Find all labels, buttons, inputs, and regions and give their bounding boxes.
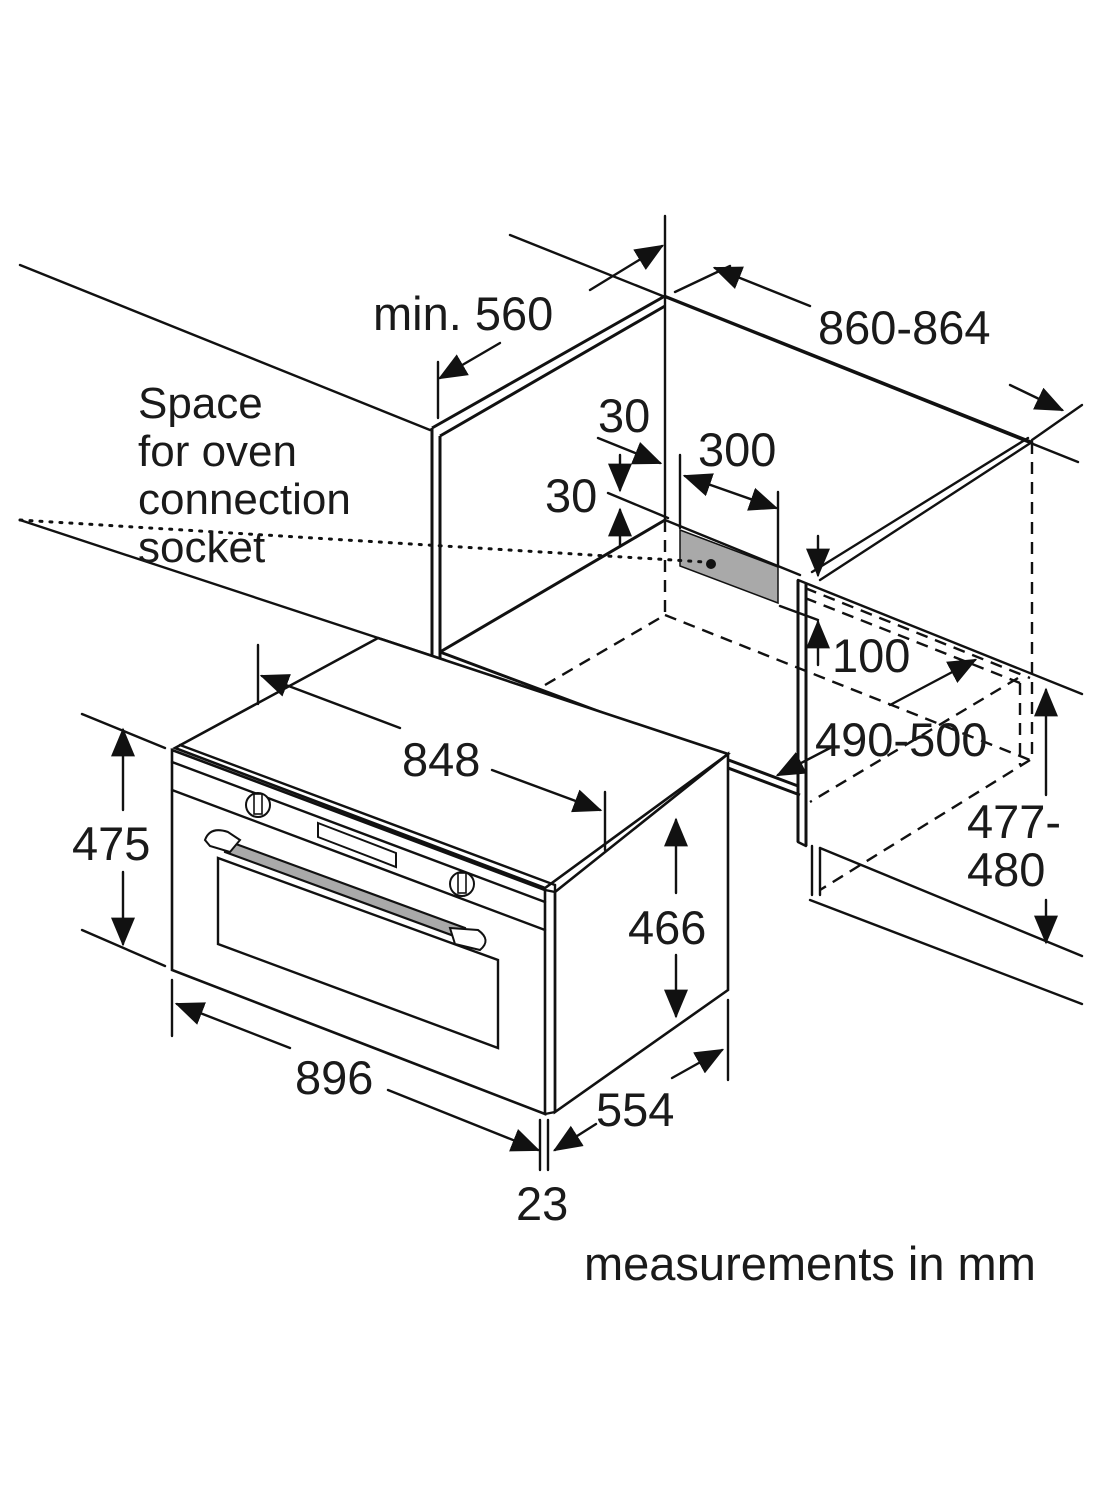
label-niche-inner-depth: 490-500 xyxy=(815,713,988,766)
label-niche-width: 860-864 xyxy=(818,301,991,354)
knob-left xyxy=(245,792,271,818)
socket-point xyxy=(706,559,716,569)
label-niche-depth: min. 560 xyxy=(373,287,553,340)
socket-note-line-4: socket xyxy=(138,523,265,572)
label-niche-height-2: 480 xyxy=(967,843,1045,896)
label-socket-offset-top: 30 xyxy=(598,389,650,442)
socket-note-line-1: Space xyxy=(138,379,263,428)
knob-right xyxy=(449,871,475,897)
label-oven-body-height: 466 xyxy=(628,901,706,954)
label-front-panel-thickness: 23 xyxy=(516,1177,568,1230)
units-note: measurements in mm xyxy=(584,1237,1036,1290)
dimension-labels: min. 560 860-864 30 300 30 100 490-500 4… xyxy=(72,287,1061,1230)
label-niche-height-1: 477- xyxy=(967,795,1061,848)
oven xyxy=(170,636,731,1116)
label-socket-offset-side: 30 xyxy=(545,469,597,522)
label-oven-body-width: 848 xyxy=(402,733,480,786)
label-socket-width: 300 xyxy=(698,423,776,476)
socket-note: Space for oven connection socket xyxy=(138,379,351,572)
label-oven-body-depth: 554 xyxy=(596,1083,674,1136)
socket-area xyxy=(18,518,779,605)
socket-note-line-3: connection xyxy=(138,475,351,524)
label-socket-height: 100 xyxy=(832,629,910,682)
label-oven-front-height: 475 xyxy=(72,817,150,870)
dimension-lines xyxy=(80,244,1084,1172)
socket-note-line-2: for oven xyxy=(138,427,297,476)
oven-door-handle xyxy=(203,829,487,952)
label-oven-front-width: 896 xyxy=(295,1051,373,1104)
